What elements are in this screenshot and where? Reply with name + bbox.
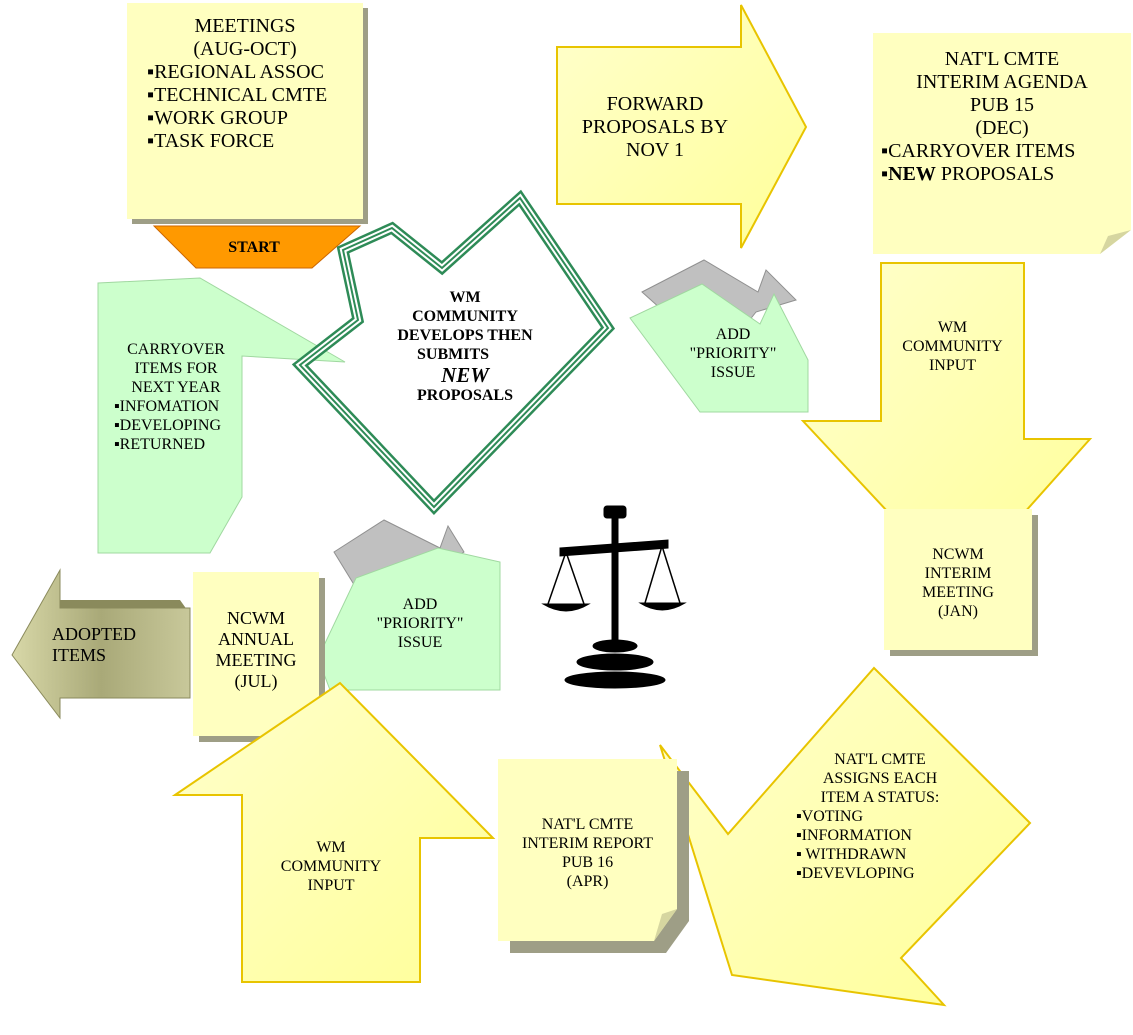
carryover-item: ▪INFOMATION <box>114 398 220 415</box>
carryover-text: CARRYOVER ITEMS FOR NEXT YEAR ▪INFOMATIO… <box>108 340 244 454</box>
assigns-line: NAT'L CMTE <box>834 751 926 768</box>
carryover-line: CARRYOVER <box>127 341 225 358</box>
forward-line: NOV 1 <box>626 139 684 161</box>
scales-icon <box>541 505 687 689</box>
adopted-arrow <box>11 568 191 720</box>
priority-top-text: ADD "PRIORITY" ISSUE <box>678 325 788 382</box>
annual-meeting-line: MEETING <box>215 650 297 670</box>
diamond-line: SUBMITS <box>417 346 490 363</box>
interim-agenda-item: ▪CARRYOVER ITEMS <box>881 140 1076 162</box>
input-line: INPUT <box>307 877 355 894</box>
interim-report-note <box>498 759 689 953</box>
diamond-line: DEVELOPS THEN <box>397 327 533 344</box>
meetings-item: ▪TECHNICAL CMTE <box>147 84 328 106</box>
forward-arrow <box>556 4 808 249</box>
interim-meeting-line: NCWM <box>932 546 984 563</box>
annual-meeting-line: (JUL) <box>234 671 278 691</box>
interim-report-line: PUB 16 <box>561 854 614 871</box>
assigns-item: ▪VOTING <box>796 808 863 825</box>
annual-meeting-line: NCWM <box>227 608 285 628</box>
input-line: INPUT <box>928 357 977 374</box>
priority-left-text: ADD "PRIORITY" ISSUE <box>365 595 475 652</box>
assigns-line: ITEM A STATUS: <box>820 789 940 806</box>
forward-line: FORWARD <box>606 93 704 115</box>
interim-agenda-line: NAT'L CMTE <box>944 48 1060 70</box>
adopted-line: ITEMS <box>52 645 106 665</box>
interim-report-line: NAT'L CMTE <box>541 816 634 833</box>
assigns-text: NAT'L CMTE ASSIGNS EACH ITEM A STATUS: ▪… <box>790 750 970 883</box>
annual-meeting-line: ANNUAL <box>218 629 294 649</box>
adopted-line: ADOPTED <box>52 624 136 644</box>
interim-agenda-line: PUB 15 <box>970 94 1034 116</box>
start-tab <box>152 225 362 269</box>
interim-agenda-note <box>873 33 1131 254</box>
input-line: COMMUNITY <box>902 338 1003 355</box>
diamond-line: COMMUNITY <box>412 308 518 325</box>
meetings-item: ▪WORK GROUP <box>147 107 288 129</box>
interim-agenda-item: ▪NEW PROPOSALS <box>881 163 1055 185</box>
diamond-line: PROPOSALS <box>416 387 513 404</box>
interim-report-line: (APR) <box>566 873 609 890</box>
forward-line: PROPOSALS BY <box>581 116 729 138</box>
priority-top-shape <box>629 259 809 413</box>
input-left-arrow <box>171 681 496 983</box>
meetings-note <box>127 3 368 224</box>
priority-line: ISSUE <box>710 364 756 381</box>
adopted-text: ADOPTED ITEMS <box>52 624 172 666</box>
assigns-item: ▪ WITHDRAWN <box>796 846 907 863</box>
priority-line: ADD <box>402 596 438 613</box>
carryover-arrow <box>97 277 346 554</box>
assigns-item: ▪INFORMATION <box>796 827 912 844</box>
carryover-item: ▪RETURNED <box>114 436 205 453</box>
annual-meeting-text: NCWM ANNUAL MEETING (JUL) <box>193 608 319 692</box>
meetings-item: ▪TASK FORCE <box>147 130 275 152</box>
input-line: WM <box>316 839 346 856</box>
assigns-item: ▪DEVEVLOPING <box>796 865 915 882</box>
carryover-line: NEXT YEAR <box>131 379 221 396</box>
priority-line: "PRIORITY" <box>689 345 777 362</box>
interim-agenda-line: INTERIM AGENDA <box>916 71 1088 93</box>
meetings-period: (AUG-OCT) <box>193 38 297 60</box>
input-right-text: WM COMMUNITY INPUT <box>881 318 1024 375</box>
interim-meeting-line: INTERIM <box>924 565 992 582</box>
new-emphasis: NEW <box>888 163 936 185</box>
interim-agenda-text: NAT'L CMTE INTERIM AGENDA PUB 15 (DEC) ▪… <box>873 48 1131 186</box>
carryover-line: ITEMS FOR <box>134 360 218 377</box>
meetings-item: ▪REGIONAL ASSOC <box>147 61 324 83</box>
assigns-arrow <box>659 666 1032 1007</box>
priority-line: ADD <box>715 326 751 343</box>
meetings-title: MEETINGS <box>194 15 296 37</box>
priority-line: ISSUE <box>397 634 443 651</box>
priority-line: "PRIORITY" <box>376 615 464 632</box>
carryover-item: ▪DEVELOPING <box>114 417 221 434</box>
interim-agenda-line: (DEC) <box>975 117 1029 139</box>
interim-meeting-text: NCWM INTERIM MEETING (JAN) <box>884 545 1032 621</box>
input-line: WM <box>937 319 968 336</box>
interim-meeting-line: (JAN) <box>938 603 978 620</box>
input-line: COMMUNITY <box>280 858 382 875</box>
interim-report-line: INTERIM REPORT <box>521 835 654 852</box>
meetings-text: MEETINGS (AUG-OCT) ▪REGIONAL ASSOC ▪TECH… <box>127 15 363 153</box>
center-diamond <box>291 189 616 515</box>
interim-report-text: NAT'L CMTE INTERIM REPORT PUB 16 (APR) <box>498 815 677 891</box>
interim-meeting-note <box>884 509 1038 656</box>
diamond-line: WM <box>449 289 481 306</box>
input-left-text: WM COMMUNITY INPUT <box>242 838 420 895</box>
start-label: START <box>228 239 280 256</box>
assigns-line: ASSIGNS EACH <box>822 770 938 787</box>
forward-text: FORWARD PROPOSALS BY NOV 1 <box>575 93 735 162</box>
interim-meeting-line: MEETING <box>922 584 994 601</box>
center-diamond-text: WM COMMUNITY DEVELOPS THEN SUBMITS NEW P… <box>395 288 535 405</box>
diamond-new: NEW <box>441 363 489 387</box>
